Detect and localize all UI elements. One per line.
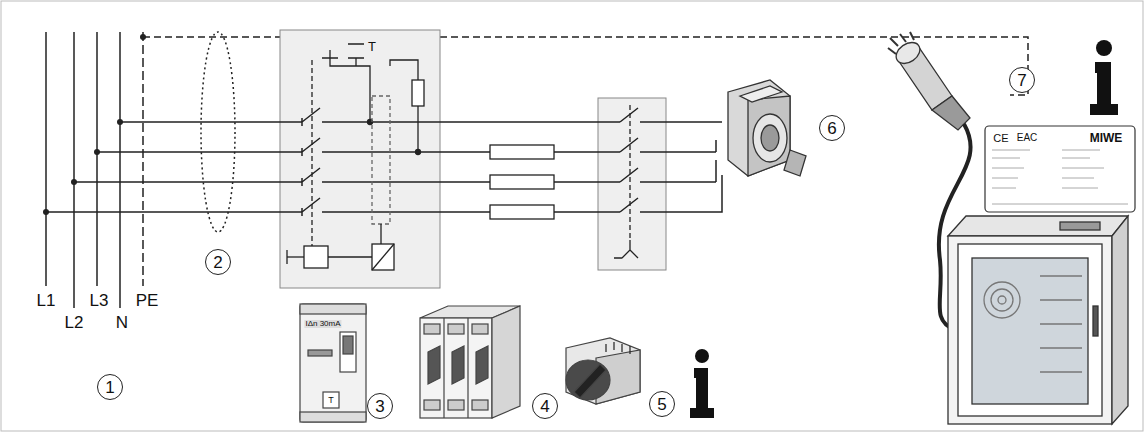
mark-label: EAC bbox=[1016, 133, 1039, 143]
callout-number: 3 bbox=[375, 398, 384, 415]
junction-dots bbox=[43, 34, 303, 215]
info-icon bbox=[690, 349, 714, 418]
callout-circle: 4 bbox=[532, 393, 558, 419]
rcd-device bbox=[300, 304, 366, 422]
bus-label: L2 bbox=[65, 314, 84, 331]
cable-ellipse bbox=[201, 32, 235, 232]
callout-circle: 3 bbox=[367, 393, 393, 419]
callout-number: 1 bbox=[105, 379, 114, 396]
test-label: T bbox=[367, 40, 377, 53]
oven bbox=[948, 216, 1128, 424]
type-plate bbox=[985, 126, 1135, 212]
info-icon bbox=[1090, 40, 1118, 115]
rcd-schematic-box bbox=[280, 30, 440, 288]
callout-number: 5 bbox=[657, 396, 666, 413]
cee-socket bbox=[728, 80, 806, 176]
callout-number: 4 bbox=[540, 398, 549, 415]
test-label: T bbox=[327, 396, 335, 405]
bus-label: N bbox=[116, 314, 128, 331]
callout-number: 2 bbox=[213, 254, 222, 271]
callout-number: 7 bbox=[1017, 72, 1026, 89]
supply-bus bbox=[46, 32, 143, 308]
callout-circle: 7 bbox=[1009, 67, 1035, 93]
rcd-internals bbox=[287, 44, 424, 270]
mark-label: CE bbox=[992, 133, 1009, 144]
main-switch bbox=[566, 338, 640, 404]
switch-internals bbox=[614, 105, 638, 258]
circuit-breaker bbox=[420, 306, 520, 418]
bus-label: L3 bbox=[90, 292, 109, 309]
switch-schematic-box bbox=[598, 98, 666, 270]
cee-plug bbox=[888, 32, 970, 130]
callout-circle: 1 bbox=[97, 374, 123, 400]
bus-label: PE bbox=[136, 292, 159, 309]
callout-circle: 6 bbox=[819, 115, 845, 141]
callout-circle: 2 bbox=[205, 249, 231, 275]
brand-label: MIWE bbox=[1089, 132, 1124, 144]
fuses bbox=[490, 145, 554, 219]
phase-wires bbox=[46, 108, 722, 216]
callout-circle: 5 bbox=[649, 391, 675, 417]
pe-wire bbox=[143, 37, 1028, 95]
callout-number: 6 bbox=[827, 120, 836, 137]
rating-label: IΔn 30mA bbox=[304, 320, 341, 328]
bus-label: L1 bbox=[37, 292, 56, 309]
